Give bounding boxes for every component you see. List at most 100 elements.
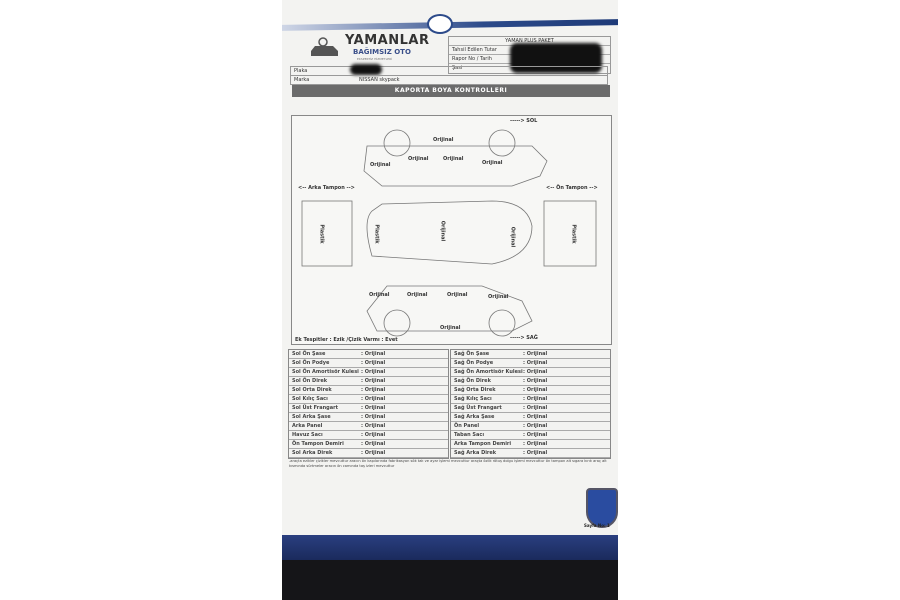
panel-status: Orijinal [439, 220, 446, 242]
part-status: : Orijinal [361, 405, 386, 411]
table-row: Sol Ön Podye : Orijinal [289, 359, 448, 368]
table-row: Sol Arka Direk : Orijinal [289, 449, 448, 458]
part-status: : Orijinal [361, 360, 386, 366]
brand-subtitle: BAĞIMSIZ OTO [353, 48, 411, 56]
rear-bumper-label: <-- Arka Tampon --> [298, 185, 355, 191]
part-status: : Orijinal [523, 423, 548, 429]
company-logo: YAMANLAR BAĞIMSIZ OTO EKSPERTİZ HİZMETLE… [307, 33, 437, 65]
table-row: Sağ Ön Podye : Orijinal [451, 359, 610, 368]
part-name: Ön Tampon Demiri [292, 441, 344, 447]
part-name: Sağ Arka Direk [454, 450, 497, 456]
part-name: Sağ Kılıç Sacı [454, 396, 492, 402]
part-status: : Orijinal [523, 432, 548, 438]
part-status: : Orijinal [523, 414, 548, 420]
brand-row: Marka NISSAN skypack [290, 75, 608, 85]
inspection-report: YAMANLAR BAĞIMSIZ OTO EKSPERTİZ HİZMETLE… [282, 0, 618, 560]
shield-logo-icon: Sayfa No: 1 [584, 488, 618, 528]
part-name: Sol Kılıç Sacı [292, 396, 328, 402]
panel-status: Orijinal [509, 226, 516, 248]
panel-status: Orijinal [488, 294, 509, 300]
table-row: Sol Orta Direk : Orijinal [289, 386, 448, 395]
marka-label: Marka [294, 77, 310, 83]
part-name: Sağ Ön Şase [454, 351, 490, 357]
panel-status: Orijinal [482, 160, 503, 166]
part-status: : Orijinal [523, 405, 548, 411]
part-status: : Orijinal [523, 387, 548, 393]
part-status: : Orijinal [361, 414, 386, 420]
table-row: Ön Tampon Demiri : Orijinal [289, 440, 448, 449]
part-status: : Orijinal [523, 351, 548, 357]
part-status: : Orijinal [361, 450, 386, 456]
part-status: : Orijinal [361, 378, 386, 384]
table-row: Sağ Ön Amortisör Kulesi: Orijinal [451, 368, 610, 377]
table-row: Sol Ön Direk : Orijinal [289, 377, 448, 386]
panel-status: Orijinal [447, 292, 468, 298]
table-row: Sağ Arka Direk : Orijinal [451, 449, 610, 458]
table-row: Sağ Ön Direk : Orijinal [451, 377, 610, 386]
brand-badge-icon [427, 14, 453, 34]
part-name: Arka Panel [292, 423, 323, 429]
table-row: Arka Tampon Demiri : Orijinal [451, 440, 610, 449]
part-status: : Orijinal [523, 441, 548, 447]
part-status: : Orijinal [523, 450, 548, 456]
plate-label: Plaka [294, 68, 308, 74]
part-name: Sol Ön Direk [292, 378, 328, 384]
part-name: Sağ Ön Amortisör Kulesi [454, 369, 523, 375]
left-side-label: -----> SOL [510, 118, 538, 124]
table-row: Sağ Arka Şase : Orijinal [451, 413, 610, 422]
part-status: : Orijinal [361, 396, 386, 402]
part-name: Taban Sacı [454, 432, 485, 438]
panel-status: Orijinal [443, 156, 464, 162]
part-status: : Orijinal [361, 387, 386, 393]
table-row: Sol Kılıç Sacı : Orijinal [289, 395, 448, 404]
part-name: Havuz Sacı [292, 432, 323, 438]
part-name: Sol Orta Direk [292, 387, 332, 393]
part-name: Sol Ön Amortisör Kulesi [292, 369, 359, 375]
car-gear-icon [311, 37, 338, 56]
table-row: Sağ Üst Frangart : Orijinal [451, 404, 610, 413]
part-name: Sağ Üst Frangart [454, 405, 502, 411]
panel-status: Orijinal [369, 292, 390, 298]
table-row: Sol Üst Frangart: Orijinal [289, 404, 448, 413]
part-name: Arka Tampon Demiri [454, 441, 512, 447]
part-status: : Orijinal [361, 441, 386, 447]
table-row: Taban Sacı : Orijinal [451, 431, 610, 440]
panel-status: Orijinal [433, 137, 454, 143]
part-name: Sol Arka Direk [292, 450, 333, 456]
part-name: Sol Ön Şase [292, 351, 326, 357]
part-status: : Orijinal [523, 369, 548, 375]
table-row: Sol Ön Şase : Orijinal [289, 350, 448, 359]
page-number: Sayfa No: 1 [584, 523, 610, 528]
part-name: Sağ Ön Podye [454, 360, 494, 366]
part-status: : Orijinal [361, 369, 386, 375]
inspection-note: -araçta ezikler çizikler mevcuttur aracı… [289, 459, 607, 468]
part-name: Sağ Arka Şase [454, 414, 495, 420]
table-row: Arka Panel: Orijinal [289, 422, 448, 431]
additional-findings: Ek Tespitler : Ezik /Çizik Varmı : Evet [295, 337, 398, 343]
background-surface [282, 560, 618, 600]
redaction [510, 43, 602, 73]
part-name: Sol Ön Podye [292, 360, 330, 366]
brand-tagline: EKSPERTİZ HİZMETLERİ [357, 57, 393, 61]
table-row: Sağ Ön Şase : Orijinal [451, 350, 610, 359]
car-outline-drawing [301, 129, 597, 337]
front-bumper-status: Plastik [570, 224, 577, 244]
part-status: : Orijinal [523, 378, 548, 384]
brand-name: YAMANLAR [345, 33, 430, 48]
panel-status: Orijinal [440, 325, 461, 331]
part-name: Sağ Orta Direk [454, 387, 496, 393]
part-status: : Orijinal [523, 360, 548, 366]
part-name: Ön Panel [454, 423, 480, 429]
marka-value: NISSAN skypack [359, 77, 400, 83]
right-side-label: -----> SAĞ [510, 335, 538, 341]
panel-status: Plastik [373, 224, 380, 244]
part-status: : Orijinal [361, 432, 386, 438]
rear-bumper-status: Plastik [318, 224, 325, 244]
section-banner: KAPORTA BOYA KONTROLLERI [292, 85, 610, 97]
chassis-label: Şasi [452, 65, 463, 71]
panel-status: Orijinal [408, 156, 429, 162]
panel-status: Orijinal [407, 292, 428, 298]
part-status: : Orijinal [361, 351, 386, 357]
part-name: Sağ Ön Direk [454, 378, 491, 384]
